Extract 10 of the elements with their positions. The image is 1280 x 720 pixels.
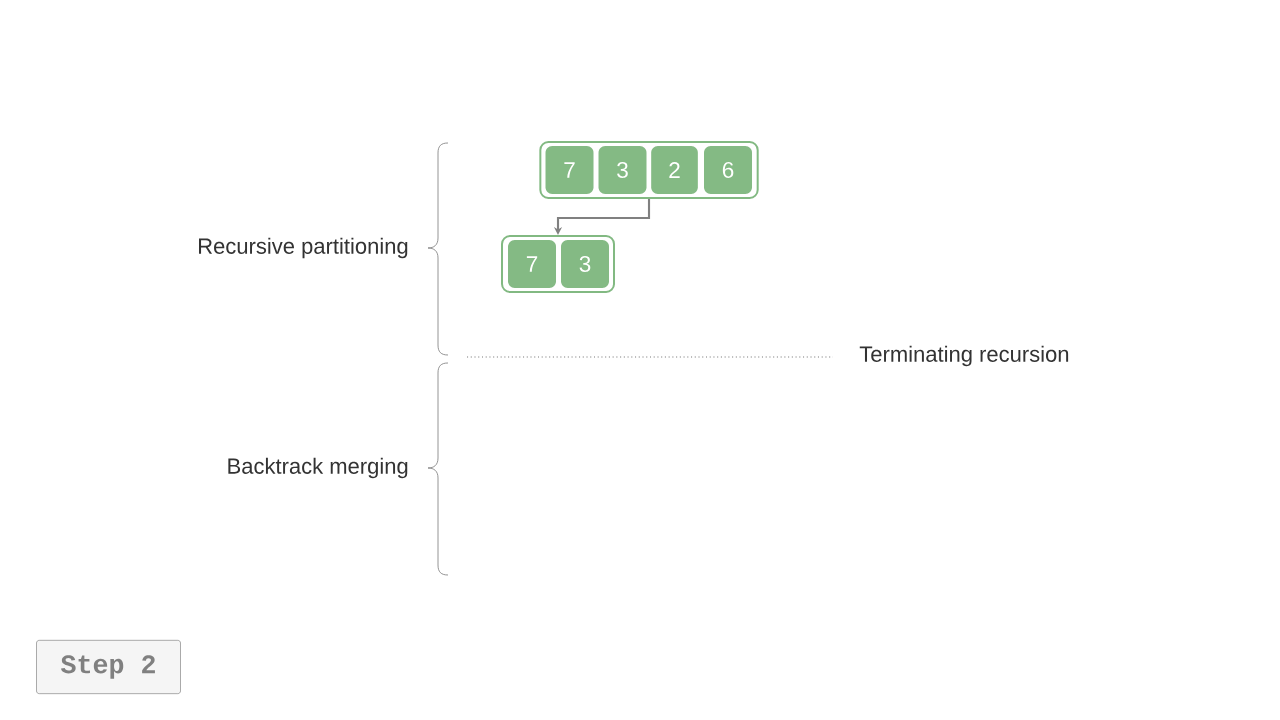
array-cell: 6 — [704, 146, 752, 194]
step-badge: Step 2 — [36, 639, 181, 695]
array-cell: 2 — [651, 146, 698, 194]
phase-label: Backtrack merging — [228, 457, 408, 479]
phase-label: Recursive partitioning — [199, 237, 408, 259]
array-cell: 7 — [508, 240, 556, 288]
phase-label: Terminating recursion — [859, 345, 1069, 367]
array-cell: 3 — [561, 240, 609, 288]
array-cell: 3 — [598, 146, 647, 194]
array-cell: 7 — [545, 146, 594, 194]
